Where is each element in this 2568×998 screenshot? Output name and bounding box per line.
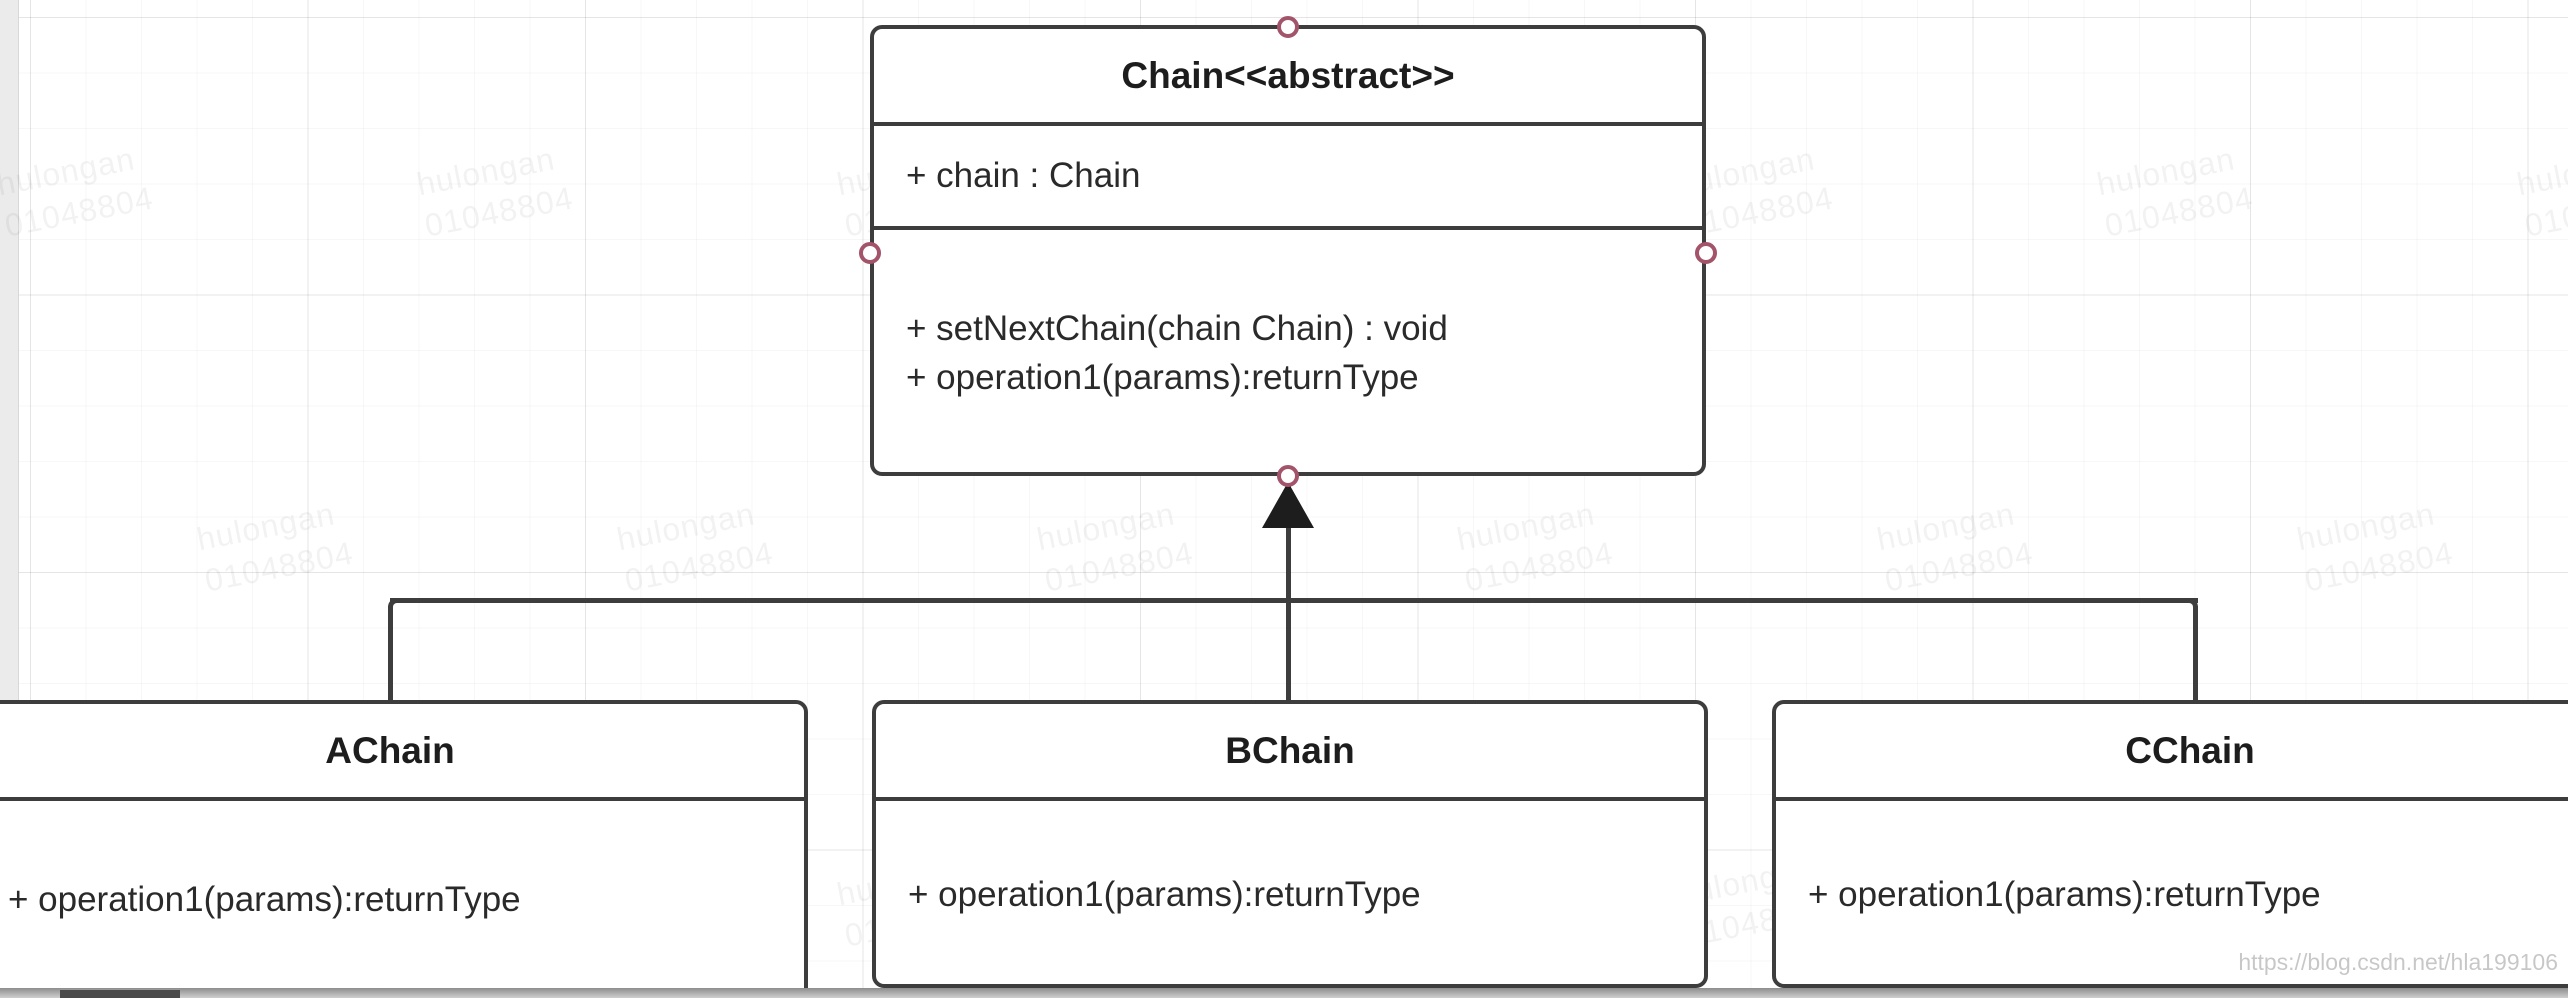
class-separator	[874, 122, 1702, 126]
class-box-chain[interactable]: Chain<<abstract>> + chain : Chain + setN…	[870, 25, 1706, 476]
generalization-arrowhead	[1262, 482, 1314, 528]
method-row: + operation1(params):returnType	[908, 874, 1421, 914]
canvas-gutter-edge	[18, 0, 19, 998]
connector-bus	[390, 598, 2198, 603]
chain-left-handle[interactable]	[859, 242, 881, 264]
connector-drop-cchain	[2193, 606, 2198, 702]
class-methods-cchain: + operation1(params):returnType	[1776, 801, 2568, 988]
class-title-chain: Chain<<abstract>>	[1121, 54, 1455, 96]
class-title-bchain: BChain	[1225, 729, 1355, 771]
method-row: + operation1(params):returnType	[1808, 874, 2321, 914]
class-methods-achain: + operation1(params):returnType	[0, 801, 804, 998]
class-title-achain: AChain	[325, 729, 455, 771]
window-bottom-bar	[0, 988, 2568, 998]
attribute-row: + chain : Chain	[906, 156, 1141, 195]
class-separator	[1776, 797, 2568, 801]
class-box-cchain[interactable]: CChain + operation1(params):returnType	[1772, 700, 2568, 988]
class-methods-chain: + setNextChain(chain Chain) : void + ope…	[874, 230, 1702, 476]
method-row: + operation1(params):returnType	[8, 879, 521, 919]
class-methods-bchain: + operation1(params):returnType	[876, 801, 1704, 988]
source-url-watermark: https://blog.csdn.net/hla199106	[2238, 949, 2558, 975]
connector-corner-left	[388, 598, 402, 612]
method-row: + setNextChain(chain Chain) : void	[906, 308, 1448, 348]
class-separator	[876, 797, 1704, 801]
class-box-achain[interactable]: AChain + operation1(params):returnType	[0, 700, 808, 998]
class-attributes-chain: + chain : Chain	[874, 126, 1702, 226]
connector-corner-right	[2184, 598, 2198, 612]
chain-bottom-handle[interactable]	[1277, 465, 1299, 487]
class-box-bchain[interactable]: BChain + operation1(params):returnType	[872, 700, 1708, 988]
chain-top-handle[interactable]	[1277, 16, 1299, 38]
taskbar-fragment	[60, 990, 180, 998]
class-separator	[874, 226, 1702, 230]
method-row: + operation1(params):returnType	[906, 357, 1419, 397]
connector-drop-bchain	[1286, 598, 1291, 702]
connector-drop-achain	[388, 606, 393, 702]
class-separator	[0, 797, 804, 801]
class-title-cchain: CChain	[2125, 729, 2255, 771]
connector-chain-stem	[1286, 478, 1291, 603]
chain-right-handle[interactable]	[1695, 242, 1717, 264]
